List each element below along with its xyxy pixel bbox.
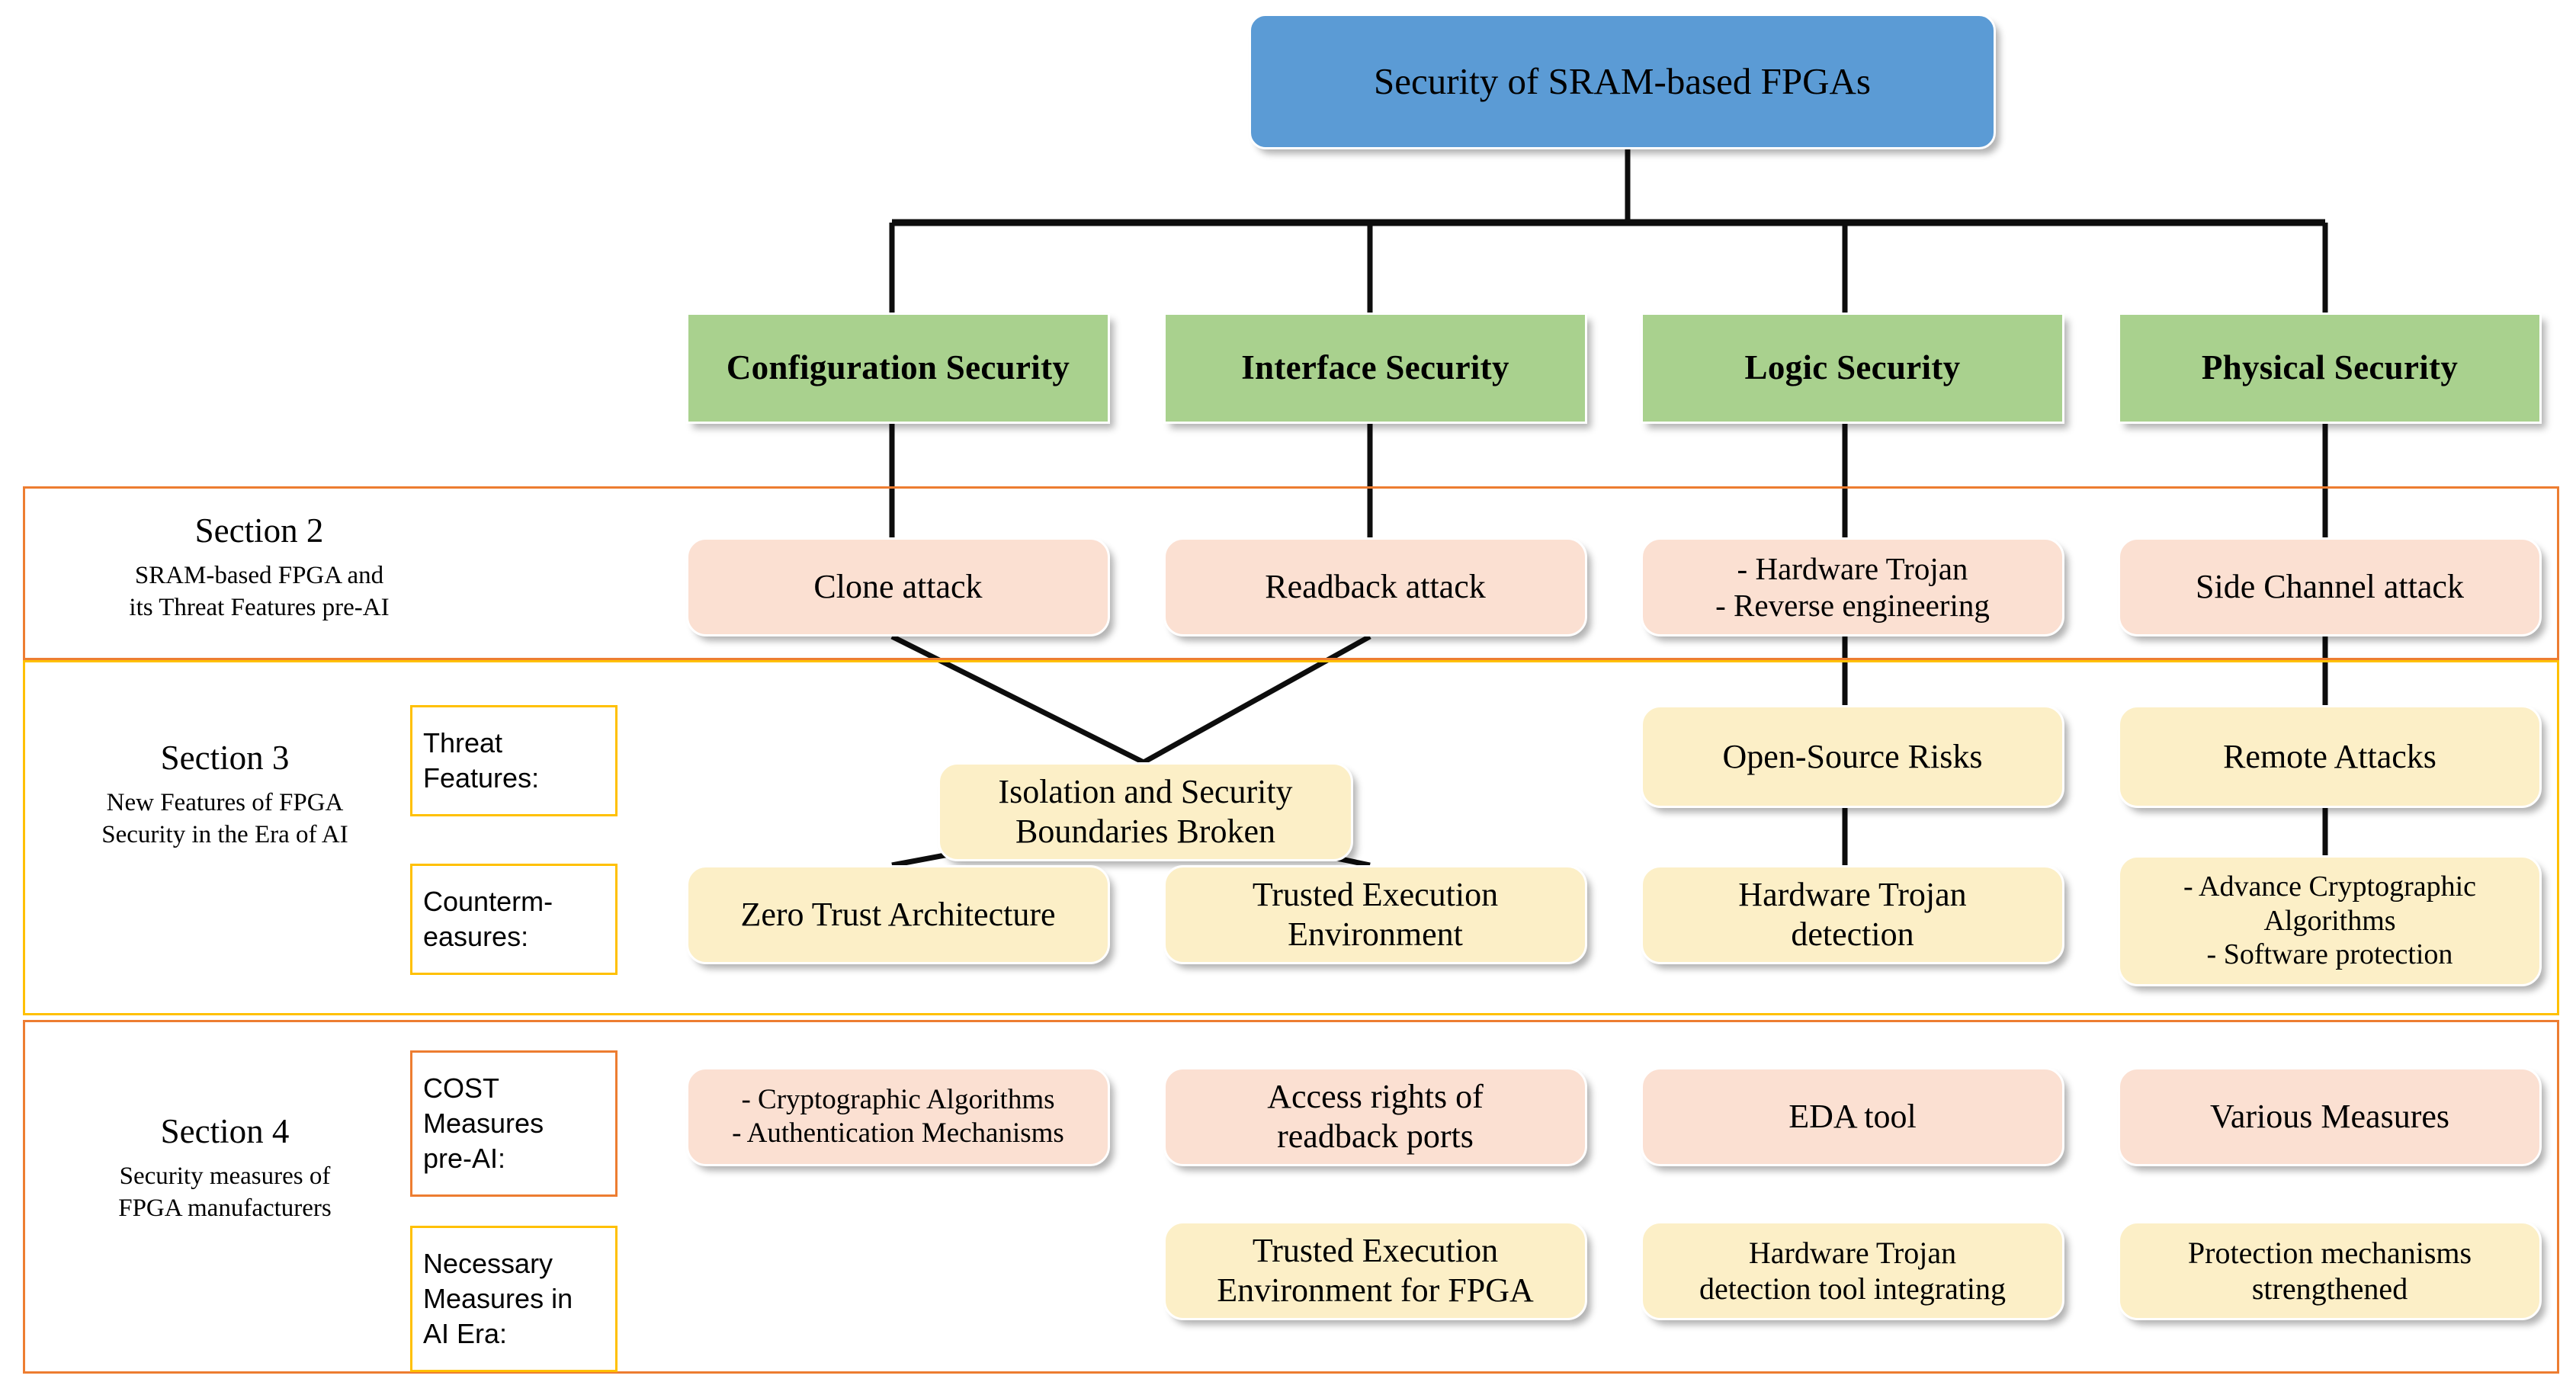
node-label: Clone attack [813, 568, 983, 606]
category-label: Interface Security [1241, 348, 1509, 387]
node-isolation-security-boundaries-broken[interactable]: Isolation and Security Boundaries Broken [938, 762, 1353, 861]
node-trusted-execution-environment-for-fpga[interactable]: Trusted Execution Environment for FPGA [1163, 1221, 1587, 1320]
node-label: Readback attack [1265, 568, 1486, 606]
root-node[interactable]: Security of SRAM-based FPGAs [1249, 14, 1996, 149]
node-hardware-trojan-detection-tool-integrating[interactable]: Hardware Trojan detection tool integrati… [1641, 1221, 2064, 1320]
section-2-label: Section 2 SRAM-based FPGA and its Threat… [46, 511, 473, 624]
node-open-source-risks[interactable]: Open-Source Risks [1641, 705, 2064, 808]
node-remote-attacks[interactable]: Remote Attacks [2118, 705, 2542, 808]
tag-countermeasures[interactable]: Counterm- easures: [410, 864, 618, 975]
tag-label: COST Measures pre-AI: [423, 1072, 544, 1175]
node-label: Open-Source Risks [1722, 737, 1983, 775]
node-label: Zero Trust Architecture [740, 896, 1056, 934]
section-4-description: Security measures of FPGA manufacturers [118, 1162, 332, 1223]
node-label: Side Channel attack [2196, 568, 2464, 606]
node-eda-tool[interactable]: EDA tool [1641, 1067, 2064, 1166]
category-configuration-security[interactable]: Configuration Security [686, 313, 1110, 424]
node-label: Protection mechanisms strengthened [2187, 1235, 2472, 1306]
category-label: Configuration Security [726, 348, 1070, 387]
section-4-number: Section 4 [160, 1112, 290, 1150]
node-label: EDA tool [1788, 1098, 1917, 1136]
node-label: Hardware Trojan detection [1738, 876, 1967, 953]
tag-threat-features[interactable]: Threat Features: [410, 705, 618, 816]
node-side-channel-attack[interactable]: Side Channel attack [2118, 537, 2542, 636]
node-various-measures[interactable]: Various Measures [2118, 1067, 2542, 1166]
node-hardware-trojan-detection[interactable]: Hardware Trojan detection [1641, 865, 2064, 964]
node-label: Trusted Execution Environment for FPGA [1217, 1232, 1534, 1309]
section-2-description: SRAM-based FPGA and its Threat Features … [129, 561, 390, 622]
node-advance-cryptographic-algorithms-software-protection[interactable]: - Advance Cryptographic Algorithms - Sof… [2118, 855, 2542, 986]
section-4-label: Section 4 Security measures of FPGA manu… [23, 1112, 427, 1225]
node-hardware-trojan-reverse-engineering[interactable]: - Hardware Trojan - Reverse engineering [1641, 537, 2064, 636]
tag-label: Counterm- easures: [423, 885, 553, 952]
section-3-description: New Features of FPGA Security in the Era… [101, 788, 348, 849]
category-logic-security[interactable]: Logic Security [1641, 313, 2064, 424]
category-physical-security[interactable]: Physical Security [2118, 313, 2542, 424]
node-label: Access rights of readback ports [1267, 1078, 1484, 1155]
category-label: Physical Security [2201, 348, 2459, 387]
root-label: Security of SRAM-based FPGAs [1374, 60, 1871, 103]
node-label: - Hardware Trojan - Reverse engineering [1715, 550, 1990, 623]
node-readback-attack[interactable]: Readback attack [1163, 537, 1587, 636]
node-label: Remote Attacks [2223, 737, 2436, 775]
section-2-frame [23, 486, 2559, 660]
node-label: Trusted Execution Environment [1252, 876, 1499, 953]
node-label: Various Measures [2209, 1098, 2450, 1136]
node-label: - Advance Cryptographic Algorithms - Sof… [2183, 870, 2477, 971]
category-interface-security[interactable]: Interface Security [1163, 313, 1587, 424]
node-access-rights-readback-ports[interactable]: Access rights of readback ports [1163, 1067, 1587, 1166]
category-label: Logic Security [1744, 348, 1961, 387]
node-clone-attack[interactable]: Clone attack [686, 537, 1110, 636]
node-label: Isolation and Security Boundaries Broken [998, 773, 1293, 850]
tag-label: Necessary Measures in AI Era: [423, 1247, 573, 1350]
tag-necessary-measures-ai-era[interactable]: Necessary Measures in AI Era: [410, 1226, 618, 1372]
node-cryptographic-algorithms-authentication-mechanisms[interactable]: - Cryptographic Algorithms - Authenticat… [686, 1067, 1110, 1166]
node-zero-trust-architecture[interactable]: Zero Trust Architecture [686, 865, 1110, 964]
node-protection-mechanisms-strengthened[interactable]: Protection mechanisms strengthened [2118, 1221, 2542, 1320]
section-4-frame [23, 1020, 2559, 1374]
tag-cost-measures-pre-ai[interactable]: COST Measures pre-AI: [410, 1050, 618, 1197]
section-2-number: Section 2 [194, 511, 324, 550]
node-label: Hardware Trojan detection tool integrati… [1699, 1235, 2007, 1306]
node-label: - Cryptographic Algorithms - Authenticat… [732, 1084, 1064, 1149]
tag-label: Threat Features: [423, 726, 540, 794]
node-trusted-execution-environment[interactable]: Trusted Execution Environment [1163, 865, 1587, 964]
section-3-number: Section 3 [160, 739, 290, 777]
section-3-label: Section 3 New Features of FPGA Security … [23, 739, 427, 851]
section-3-frame [23, 660, 2559, 1015]
